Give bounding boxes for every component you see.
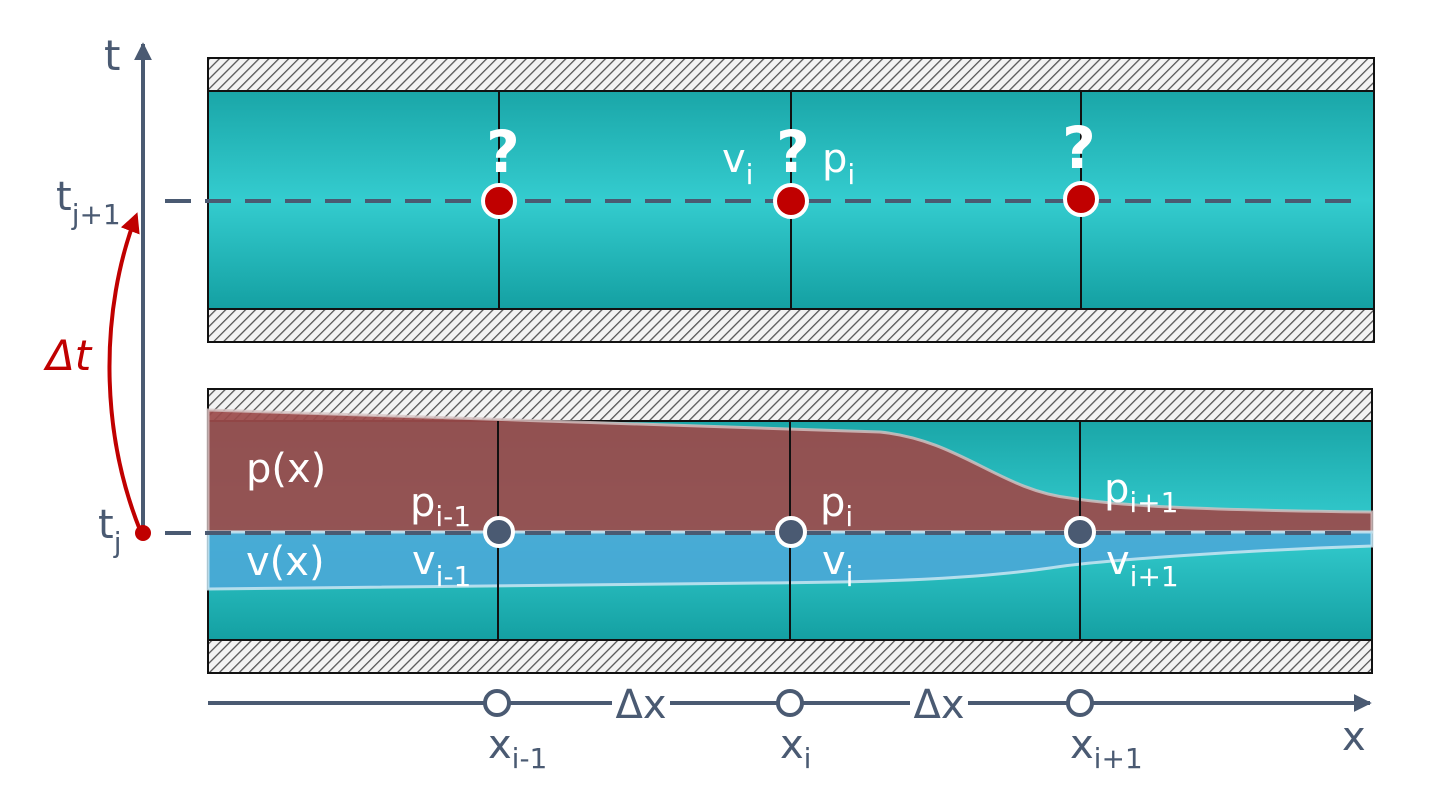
time-axis: t tj+1 tj Δt — [43, 31, 1360, 559]
known-point-i+1 — [1064, 516, 1096, 548]
pressure-label-i-1: pi-1 — [410, 480, 471, 533]
unknown-point-i-1 — [481, 183, 517, 219]
unknown-marker-i-1: ? — [486, 118, 520, 186]
known-point-i — [775, 516, 807, 548]
time-level-j+1-label: tj+1 — [56, 174, 121, 231]
upper-pipe-top-wall — [207, 57, 1375, 92]
space-step-label-1: Δx — [615, 682, 666, 728]
unknown-marker-i: ? — [776, 118, 810, 186]
unknown-point-i — [773, 183, 809, 219]
time-step-label: Δt — [43, 331, 93, 380]
space-axis-label: x — [1342, 714, 1366, 760]
space-step-label-bg-2 — [910, 684, 968, 722]
unknown-marker-i+1: ? — [1062, 114, 1096, 182]
velocity-curve-label: v(x) — [246, 539, 325, 585]
upper-pipe-bottom-wall — [207, 308, 1375, 343]
grid-point-label-i-1: xi-1 — [488, 722, 547, 775]
grid-point-label-i+1: xi+1 — [1070, 722, 1143, 775]
pressure-label-i+1: pi+1 — [1104, 466, 1178, 519]
space-step-label-2: Δx — [913, 682, 964, 728]
time-step-arrow — [107, 212, 142, 531]
velocity-label-i-1: vi-1 — [412, 538, 471, 593]
grid-point-marker-i-1 — [483, 689, 511, 717]
unknown-points: ? ? ? vi pi — [481, 114, 1099, 219]
grid-point-label-i: xi — [780, 722, 811, 775]
upper-velocity-label: vi — [722, 136, 753, 191]
known-points: p(x) v(x) pi-1 pi pi+1 vi-1 vi vi+1 — [246, 446, 1179, 593]
velocity-label-i+1: vi+1 — [1106, 538, 1179, 593]
unknown-point-i+1 — [1063, 181, 1099, 217]
time-level-j-label: tj — [98, 502, 121, 559]
grid-point-marker-i+1 — [1066, 689, 1094, 717]
space-step-label-bg-1 — [612, 684, 670, 722]
grid-point-marker-i — [776, 689, 804, 717]
velocity-label-i: vi — [822, 538, 853, 593]
time-axis-label: t — [104, 31, 120, 80]
lower-pipe-bottom-wall — [207, 639, 1373, 674]
upper-pressure-label: pi — [822, 136, 855, 191]
space-axis: Δx Δx xi-1 xi xi+1 x — [208, 682, 1372, 775]
pressure-curve-label: p(x) — [246, 446, 326, 492]
pressure-label-i: pi — [820, 480, 853, 533]
known-point-i-1 — [483, 516, 515, 548]
